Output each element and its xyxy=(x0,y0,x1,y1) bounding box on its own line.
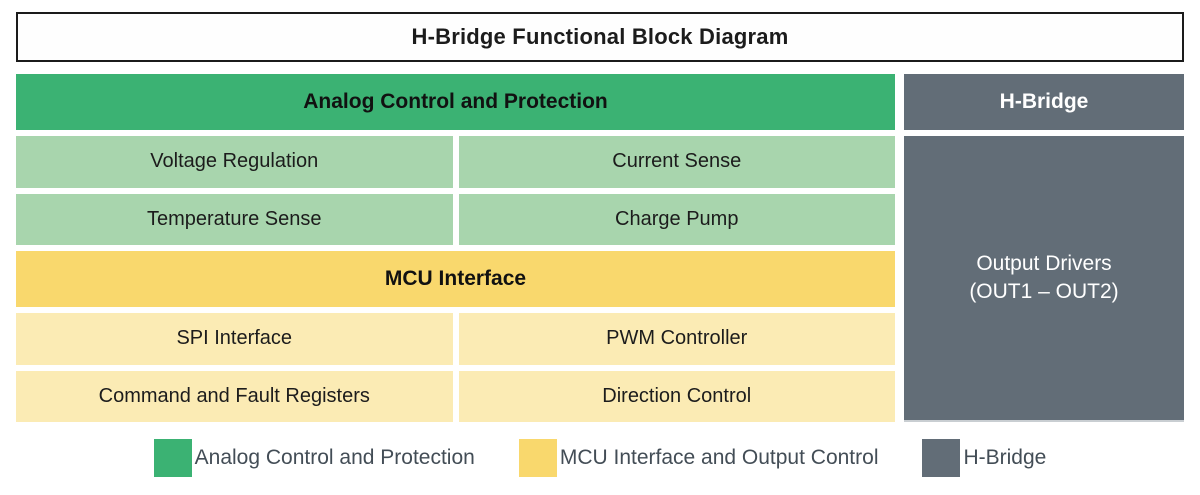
block-direction-control: Direction Control xyxy=(458,370,895,422)
mcu-row-2: Command and Fault Registers Direction Co… xyxy=(16,370,895,422)
legend-swatch-yellow xyxy=(518,439,557,477)
control-section: Analog Control and Protection Voltage Re… xyxy=(16,74,895,422)
h-bridge-section: H-Bridge Output Drivers (OUT1 – OUT2) xyxy=(904,74,1184,422)
mcu-interface-header: MCU Interface xyxy=(16,251,895,307)
block-charge-pump: Charge Pump xyxy=(458,193,895,245)
block-output-drivers: Output Drivers (OUT1 – OUT2) xyxy=(904,136,1184,422)
legend-item-hbridge: H-Bridge xyxy=(922,439,1046,477)
block-pwm-controller: PWM Controller xyxy=(458,313,895,365)
legend-item-analog: Analog Control and Protection xyxy=(153,439,475,477)
legend-item-mcu: MCU Interface and Output Control xyxy=(518,439,879,477)
block-current-sense: Current Sense xyxy=(458,136,895,188)
analog-control-header: Analog Control and Protection xyxy=(16,74,895,130)
h-bridge-header: H-Bridge xyxy=(904,74,1184,130)
legend-swatch-gray xyxy=(922,439,961,477)
output-drivers-line1: Output Drivers xyxy=(976,251,1112,275)
output-drivers-line2: (OUT1 – OUT2) xyxy=(969,280,1119,303)
legend-label-mcu: MCU Interface and Output Control xyxy=(559,446,879,469)
mcu-row-1: SPI Interface PWM Controller xyxy=(16,313,895,365)
block-temperature-sense: Temperature Sense xyxy=(16,193,453,245)
legend-label-analog: Analog Control and Protection xyxy=(194,446,475,469)
analog-row-2: Temperature Sense Charge Pump xyxy=(16,193,895,245)
diagram-body: Analog Control and Protection Voltage Re… xyxy=(16,74,1184,422)
legend-swatch-green xyxy=(153,439,192,477)
legend-label-hbridge: H-Bridge xyxy=(963,446,1047,469)
block-spi-interface: SPI Interface xyxy=(16,313,453,365)
diagram-title: H-Bridge Functional Block Diagram xyxy=(16,12,1184,62)
block-command-fault-registers: Command and Fault Registers xyxy=(16,370,453,422)
analog-row-1: Voltage Regulation Current Sense xyxy=(16,136,895,188)
block-voltage-regulation: Voltage Regulation xyxy=(16,136,453,188)
legend: Analog Control and Protection MCU Interf… xyxy=(16,439,1184,477)
